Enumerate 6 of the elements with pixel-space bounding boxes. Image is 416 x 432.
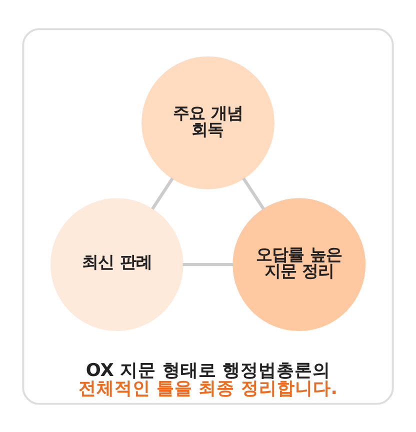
connector [151,176,174,210]
node-circle: 최신 판례 [50,198,184,331]
node-circle: 오답률 높은 지문 정리 [232,198,366,331]
node-circle: 주요 개념 회독 [142,56,274,189]
connector [242,176,265,210]
connector [182,262,234,266]
